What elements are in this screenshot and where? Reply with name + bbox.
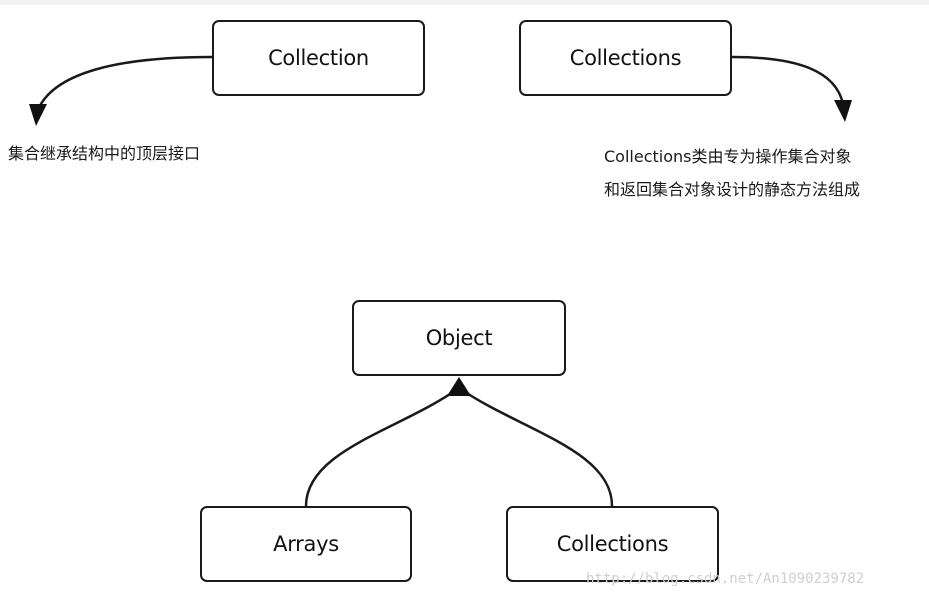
top-strip [0,0,929,5]
arrays-to-object-edge [304,386,461,508]
object-arrowhead [447,377,471,396]
collections-node-top: Collections [519,20,732,96]
collections-description-line1: Collections类由专为操作集合对象 [604,147,852,166]
collection-label: Collection [268,46,369,70]
watermark-url: http://blog.csdn.net/An1090239782 [586,571,865,587]
collections-to-object-edge [457,386,614,508]
collection-arrowhead [29,104,47,126]
collections-node-bottom: Collections [506,506,719,582]
collections-top-label: Collections [569,46,682,70]
collections-bottom-label: Collections [556,532,669,556]
collection-note-arrow [35,55,214,114]
object-node: Object [352,300,566,376]
collection-description: 集合继承结构中的顶层接口 [8,144,201,163]
collections-note-arrow [730,55,845,106]
arrays-node: Arrays [200,506,412,582]
object-label: Object [425,326,493,350]
collection-node: Collection [212,20,425,96]
collections-description-line2: 和返回集合对象设计的静态方法组成 [604,180,861,199]
arrays-label: Arrays [273,532,339,556]
collections-arrowhead [834,100,852,122]
